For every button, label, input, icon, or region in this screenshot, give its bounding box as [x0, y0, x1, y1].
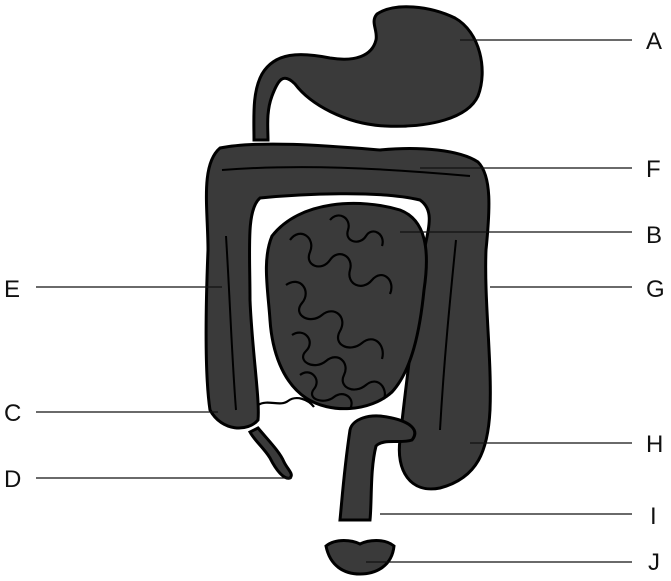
label-d: D: [4, 468, 21, 492]
label-c: C: [4, 402, 21, 426]
label-g: G: [646, 278, 665, 302]
label-h: H: [646, 433, 663, 457]
label-j: J: [648, 551, 660, 575]
stomach: [254, 7, 482, 140]
label-i: I: [650, 505, 657, 529]
appendix: [250, 428, 291, 478]
label-b: B: [646, 224, 662, 248]
label-e: E: [4, 278, 20, 302]
rectum: [326, 416, 415, 574]
label-f: F: [646, 158, 661, 182]
small-intestine: [258, 203, 426, 409]
label-a: A: [646, 30, 662, 54]
